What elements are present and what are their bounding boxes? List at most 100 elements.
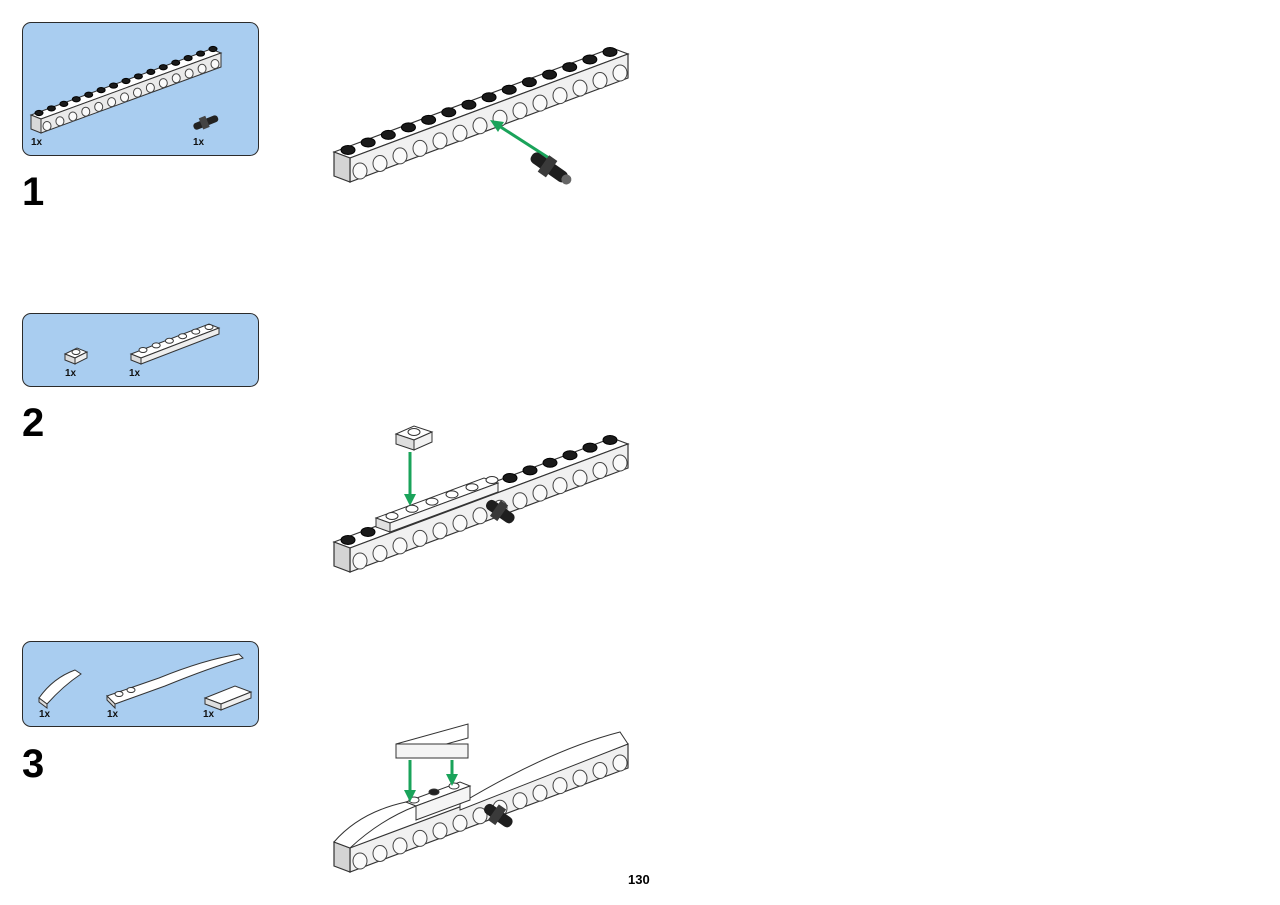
part-quantity: 1x xyxy=(31,137,43,148)
hole xyxy=(68,111,78,122)
page-number: 130 xyxy=(628,872,650,887)
hole xyxy=(452,514,468,532)
hole xyxy=(612,454,628,472)
stud xyxy=(501,84,517,95)
stud xyxy=(360,527,376,537)
technic-beam-part-icon xyxy=(29,45,223,134)
hole xyxy=(532,484,548,502)
tile-1x2-floating xyxy=(395,723,469,759)
stud xyxy=(441,107,457,118)
hole xyxy=(197,63,207,74)
stud xyxy=(582,442,598,453)
hole xyxy=(572,769,588,787)
hole xyxy=(512,792,528,810)
hole xyxy=(392,537,408,555)
assembly-arrow xyxy=(404,452,416,506)
stud xyxy=(485,476,499,484)
stud xyxy=(465,483,479,492)
hole xyxy=(352,552,368,570)
parts-illustration-step-2 xyxy=(63,323,221,365)
parts-illustration-step-1 xyxy=(29,45,223,134)
stud xyxy=(133,73,143,80)
hole xyxy=(352,852,368,870)
stud xyxy=(340,145,356,155)
stud xyxy=(208,45,218,53)
hole xyxy=(132,87,142,98)
assembly-illustration-step-1 xyxy=(332,47,630,185)
hole xyxy=(392,837,408,855)
stud xyxy=(481,92,497,103)
stud xyxy=(121,77,131,85)
plate-1x1-part-icon xyxy=(63,347,89,365)
step-number: 3 xyxy=(22,742,45,786)
part-quantity: 1x xyxy=(39,709,51,720)
parts-illustration-step-3 xyxy=(38,653,253,711)
stud xyxy=(84,91,94,98)
hole xyxy=(612,754,628,772)
plate-1x6-placed xyxy=(374,476,500,533)
hole xyxy=(171,73,181,84)
plate-1x3-placed xyxy=(404,781,472,821)
hole xyxy=(472,507,488,525)
parts-box-step-2: 1x 1x xyxy=(22,313,259,387)
technic-pin xyxy=(485,499,515,524)
hole xyxy=(120,92,130,103)
step-number: 2 xyxy=(22,401,45,445)
assembly-arrow xyxy=(404,760,416,802)
parts-box-step-1: 1x 1x xyxy=(22,22,259,156)
stud xyxy=(405,504,419,513)
stud xyxy=(502,473,518,483)
stud xyxy=(400,122,416,133)
hole xyxy=(81,106,91,117)
stud xyxy=(183,55,193,62)
hole xyxy=(552,777,568,795)
stud xyxy=(542,457,558,468)
stud xyxy=(340,535,356,545)
hole xyxy=(372,844,388,862)
hole xyxy=(412,139,428,157)
hole xyxy=(592,462,608,480)
hole xyxy=(572,469,588,487)
technic-beam xyxy=(332,435,630,573)
stud xyxy=(178,333,188,340)
stud xyxy=(151,342,161,349)
hole xyxy=(512,492,528,510)
hole xyxy=(352,162,368,180)
hole xyxy=(552,477,568,495)
stud xyxy=(385,512,399,520)
stud xyxy=(425,497,439,506)
hole xyxy=(532,784,548,802)
assembly-arrow xyxy=(446,760,458,786)
stud xyxy=(138,347,148,353)
hole xyxy=(392,147,408,165)
hole xyxy=(452,124,468,142)
technic-beam xyxy=(333,743,629,873)
long-curved-slope-part-icon xyxy=(106,653,244,710)
part-quantity: 1x xyxy=(203,709,215,720)
stud xyxy=(562,62,578,73)
hole xyxy=(42,121,52,131)
hole xyxy=(552,87,568,105)
stud xyxy=(461,99,477,110)
assembly-illustration-step-3 xyxy=(333,723,629,873)
technic-pin xyxy=(530,152,572,185)
stud xyxy=(445,490,459,499)
stud xyxy=(380,129,396,140)
stud xyxy=(522,465,538,476)
hole xyxy=(452,814,468,832)
stud xyxy=(146,68,156,75)
plate-1x6-part-icon xyxy=(129,323,221,365)
step-number: 1 xyxy=(22,170,45,214)
stud xyxy=(59,100,69,107)
hole xyxy=(412,529,428,547)
hole xyxy=(412,829,428,847)
hole xyxy=(372,154,388,172)
hole xyxy=(107,97,117,108)
tile-1x2-part-icon xyxy=(203,685,253,711)
hole xyxy=(512,102,528,120)
hole xyxy=(472,807,488,825)
hole xyxy=(432,822,448,840)
stud xyxy=(421,114,437,125)
stud xyxy=(521,77,537,88)
hole xyxy=(472,117,488,135)
